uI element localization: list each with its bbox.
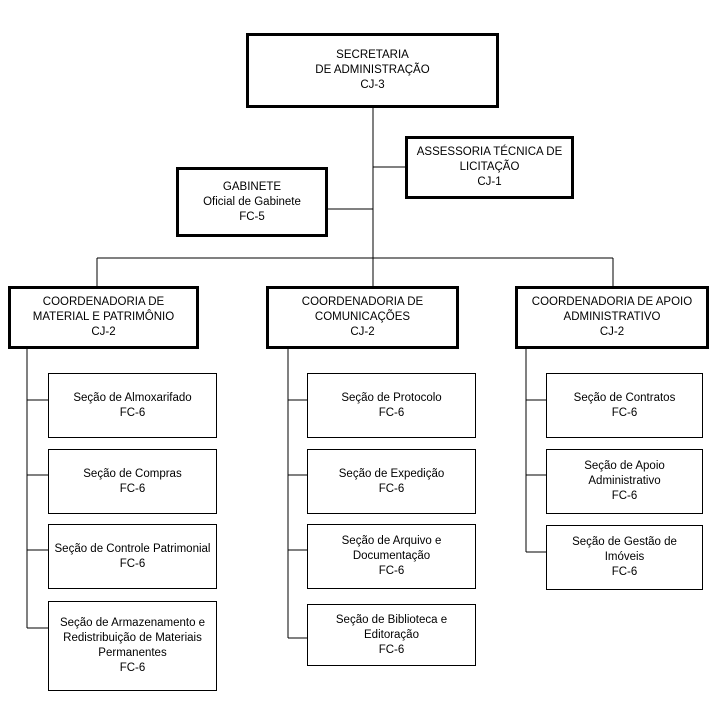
secao-1-1-line-1: Seção de Almoxarifado [73, 391, 192, 404]
coordenadoria-apoio-administrativo-box: COORDENADORIA DE APOIO ADMINISTRATIVO CJ… [515, 286, 709, 349]
gabinete-code: FC-5 [239, 210, 265, 223]
secao-2-2-code: FC-6 [378, 482, 405, 495]
secao-3-3-line-2: Imóveis [604, 551, 645, 563]
secao-2-4-line-1: Seção de Biblioteca e [335, 613, 448, 626]
coord-1-line-2: MATERIAL E PATRIMÔNIO [32, 311, 175, 323]
coordenadoria-comunicacoes-box: COORDENADORIA DE COMUNICAÇÕES CJ-2 [266, 286, 459, 349]
secao-3-2-line-2: Administrativo [588, 475, 661, 487]
secao-controle-patrimonial-box: Seção de Controle Patrimonial FC-6 [48, 524, 217, 589]
secao-2-1-line-1: Seção de Protocolo [341, 391, 442, 404]
secao-1-4-line-2: Redistribuição de Materiais [63, 632, 202, 644]
coord-3-line-1: COORDENADORIA DE APOIO [531, 296, 693, 308]
gabinete-box: GABINETE Oficial de Gabinete FC-5 [176, 167, 328, 237]
root-line-1: SECRETARIA [336, 49, 409, 61]
secao-3-3-line-1: Seção de Gestão de [572, 536, 677, 548]
secao-1-4-code: FC-6 [119, 662, 146, 674]
assessoria-box: ASSESSORIA TÉCNICA DE LICITAÇÃO CJ-1 [405, 136, 574, 199]
root-line-2: DE ADMINISTRAÇÃO [315, 64, 430, 76]
coordenadoria-material-patrimonio-box: COORDENADORIA DE MATERIAL E PATRIMÔNIO C… [8, 286, 199, 349]
secao-2-3-code: FC-6 [378, 565, 405, 577]
coord-3-code: CJ-2 [599, 326, 625, 338]
secao-1-4-line-3: Permanentes [98, 647, 167, 659]
secao-2-1-code: FC-6 [378, 406, 405, 419]
secao-compras-box: Seção de Compras FC-6 [48, 449, 217, 514]
secao-1-4-line-1: Seção de Armazenamento e [59, 617, 206, 629]
secao-3-1-line-1: Seção de Contratos [573, 391, 676, 404]
secao-2-2-line-1: Seção de Expedição [338, 467, 445, 480]
secao-3-1-code: FC-6 [611, 406, 638, 419]
gabinete-line-1: GABINETE [222, 180, 282, 193]
secao-contratos-box: Seção de Contratos FC-6 [546, 373, 703, 438]
secao-1-2-code: FC-6 [119, 482, 146, 495]
secao-1-1-code: FC-6 [119, 406, 146, 419]
root-box-secretaria: SECRETARIA DE ADMINISTRAÇÃO CJ-3 [246, 33, 499, 108]
secao-expedicao-box: Seção de Expedição FC-6 [307, 449, 476, 514]
secao-1-3-code: FC-6 [119, 557, 146, 570]
secao-1-3-line-1: Seção de Controle Patrimonial [54, 542, 211, 555]
secao-1-2-line-1: Seção de Compras [83, 467, 182, 480]
secao-3-2-code: FC-6 [611, 490, 638, 502]
secao-arquivo-documentacao-box: Seção de Arquivo e Documentação FC-6 [307, 524, 476, 589]
secao-protocolo-box: Seção de Protocolo FC-6 [307, 373, 476, 438]
secao-3-2-line-1: Seção de Apoio [584, 460, 665, 472]
root-code: CJ-3 [360, 79, 385, 91]
assessoria-line-2: LICITAÇÃO [459, 161, 520, 173]
assessoria-code: CJ-1 [477, 176, 502, 188]
coord-2-code: CJ-2 [350, 326, 375, 338]
coord-1-code: CJ-2 [91, 326, 116, 338]
secao-3-3-code: FC-6 [611, 566, 638, 578]
gabinete-line-2: Oficial de Gabinete [203, 195, 301, 208]
coord-1-line-1: COORDENADORIA DE [42, 296, 165, 308]
coord-2-line-1: COORDENADORIA DE [301, 296, 424, 308]
secao-armazenamento-box: Seção de Armazenamento e Redistribuição … [48, 601, 217, 691]
coord-2-line-2: COMUNICAÇÕES [314, 311, 411, 323]
secao-almoxarifado-box: Seção de Almoxarifado FC-6 [48, 373, 217, 438]
secao-2-3-line-1: Seção de Arquivo e [341, 535, 442, 547]
coord-3-line-2: ADMINISTRATIVO [563, 311, 661, 323]
secao-apoio-administrativo-box: Seção de Apoio Administrativo FC-6 [546, 449, 703, 514]
secao-2-4-code: FC-6 [378, 643, 405, 656]
secao-2-4-line-2: Editoração [364, 628, 419, 641]
assessoria-line-1: ASSESSORIA TÉCNICA DE [416, 146, 563, 158]
secao-2-3-line-2: Documentação [352, 550, 431, 562]
secao-gestao-imoveis-box: Seção de Gestão de Imóveis FC-6 [546, 525, 703, 590]
secao-biblioteca-editoracao-box: Seção de Biblioteca e Editoração FC-6 [307, 604, 476, 666]
